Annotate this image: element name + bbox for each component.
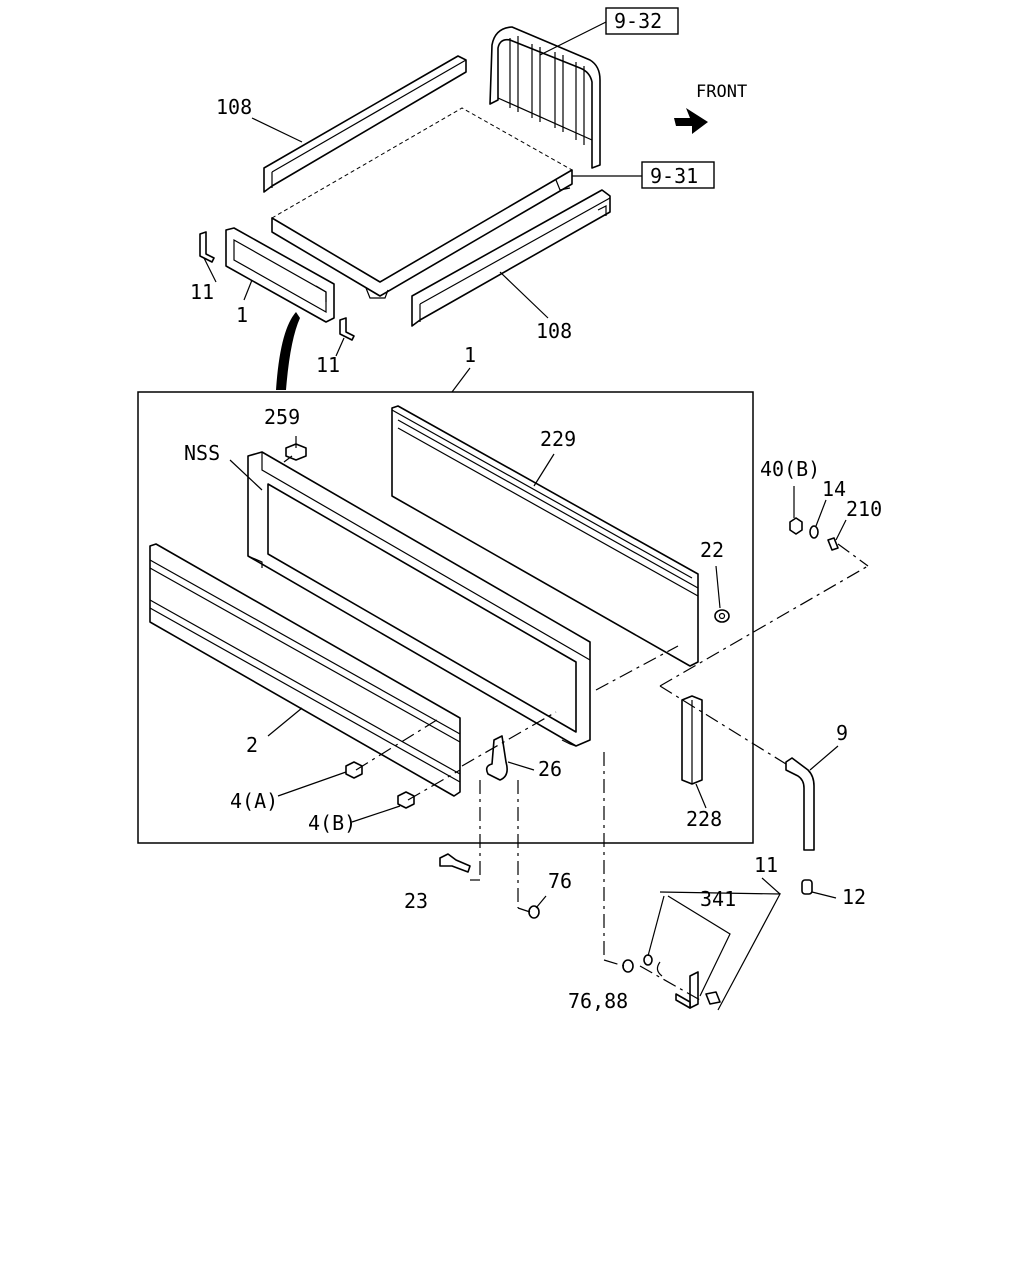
label-22: 22 — [700, 538, 724, 562]
label-9-31: 9-31 — [650, 164, 698, 188]
panel-2 — [149, 543, 461, 797]
bolt-23 — [439, 853, 471, 873]
label-76: 76 — [548, 869, 572, 893]
label-108-bottom: 108 — [536, 319, 572, 343]
label-2: 2 — [246, 733, 258, 757]
label-26: 26 — [538, 757, 562, 781]
label-1-a: 1 — [236, 303, 248, 327]
nut-22 — [714, 609, 730, 623]
washer-14 — [809, 525, 819, 539]
post-228 — [681, 695, 703, 785]
cab-guard-rack — [489, 26, 601, 169]
label-9: 9 — [836, 721, 848, 745]
label-9-32: 9-32 — [614, 9, 662, 33]
deck-floor — [271, 107, 574, 299]
washer-76 — [528, 905, 540, 919]
label-11-c: 11 — [754, 853, 778, 877]
hinge-11-assembly — [643, 954, 721, 1009]
label-4b: 4(B) — [308, 811, 356, 835]
bracket-26 — [485, 735, 508, 781]
detail-arrow — [276, 312, 300, 390]
label-108-top: 108 — [216, 95, 252, 119]
label-11-b: 11 — [316, 353, 340, 377]
ref-box-9-32 — [605, 7, 679, 35]
front-arrow-icon — [674, 108, 708, 134]
washer-76-88 — [622, 959, 634, 973]
nut-40b — [789, 517, 803, 535]
panel-229 — [391, 405, 699, 667]
bolt-4a — [345, 761, 363, 779]
bolt-259 — [283, 443, 307, 463]
rod-9 — [785, 757, 815, 851]
screw-210 — [827, 537, 839, 551]
tailgate-small — [225, 227, 335, 323]
label-14: 14 — [822, 477, 846, 501]
bolt-4b — [397, 791, 415, 809]
label-1-box: 1 — [464, 343, 476, 367]
label-23: 23 — [404, 889, 428, 913]
label-228: 228 — [686, 807, 722, 831]
label-341: 341 — [700, 887, 736, 911]
label-11-a: 11 — [190, 280, 214, 304]
hinge-bracket-right — [339, 317, 355, 341]
label-front: FRONT — [696, 82, 747, 102]
label-40b: 40(B) — [760, 457, 820, 481]
label-12: 12 — [842, 885, 866, 909]
label-76-88: 76,88 — [568, 989, 628, 1013]
cap-12 — [801, 879, 813, 895]
label-4a: 4(A) — [230, 789, 278, 813]
label-210: 210 — [846, 497, 882, 521]
label-nss: NSS — [184, 441, 220, 465]
hinge-bracket-left — [199, 231, 215, 263]
label-259: 259 — [264, 405, 300, 429]
side-panel-108-bottom — [411, 189, 611, 327]
label-229: 229 — [540, 427, 576, 451]
side-panel-108-top — [263, 55, 467, 193]
detail-box — [137, 391, 754, 844]
ref-box-9-31 — [641, 161, 715, 189]
frame-nss — [247, 451, 591, 747]
